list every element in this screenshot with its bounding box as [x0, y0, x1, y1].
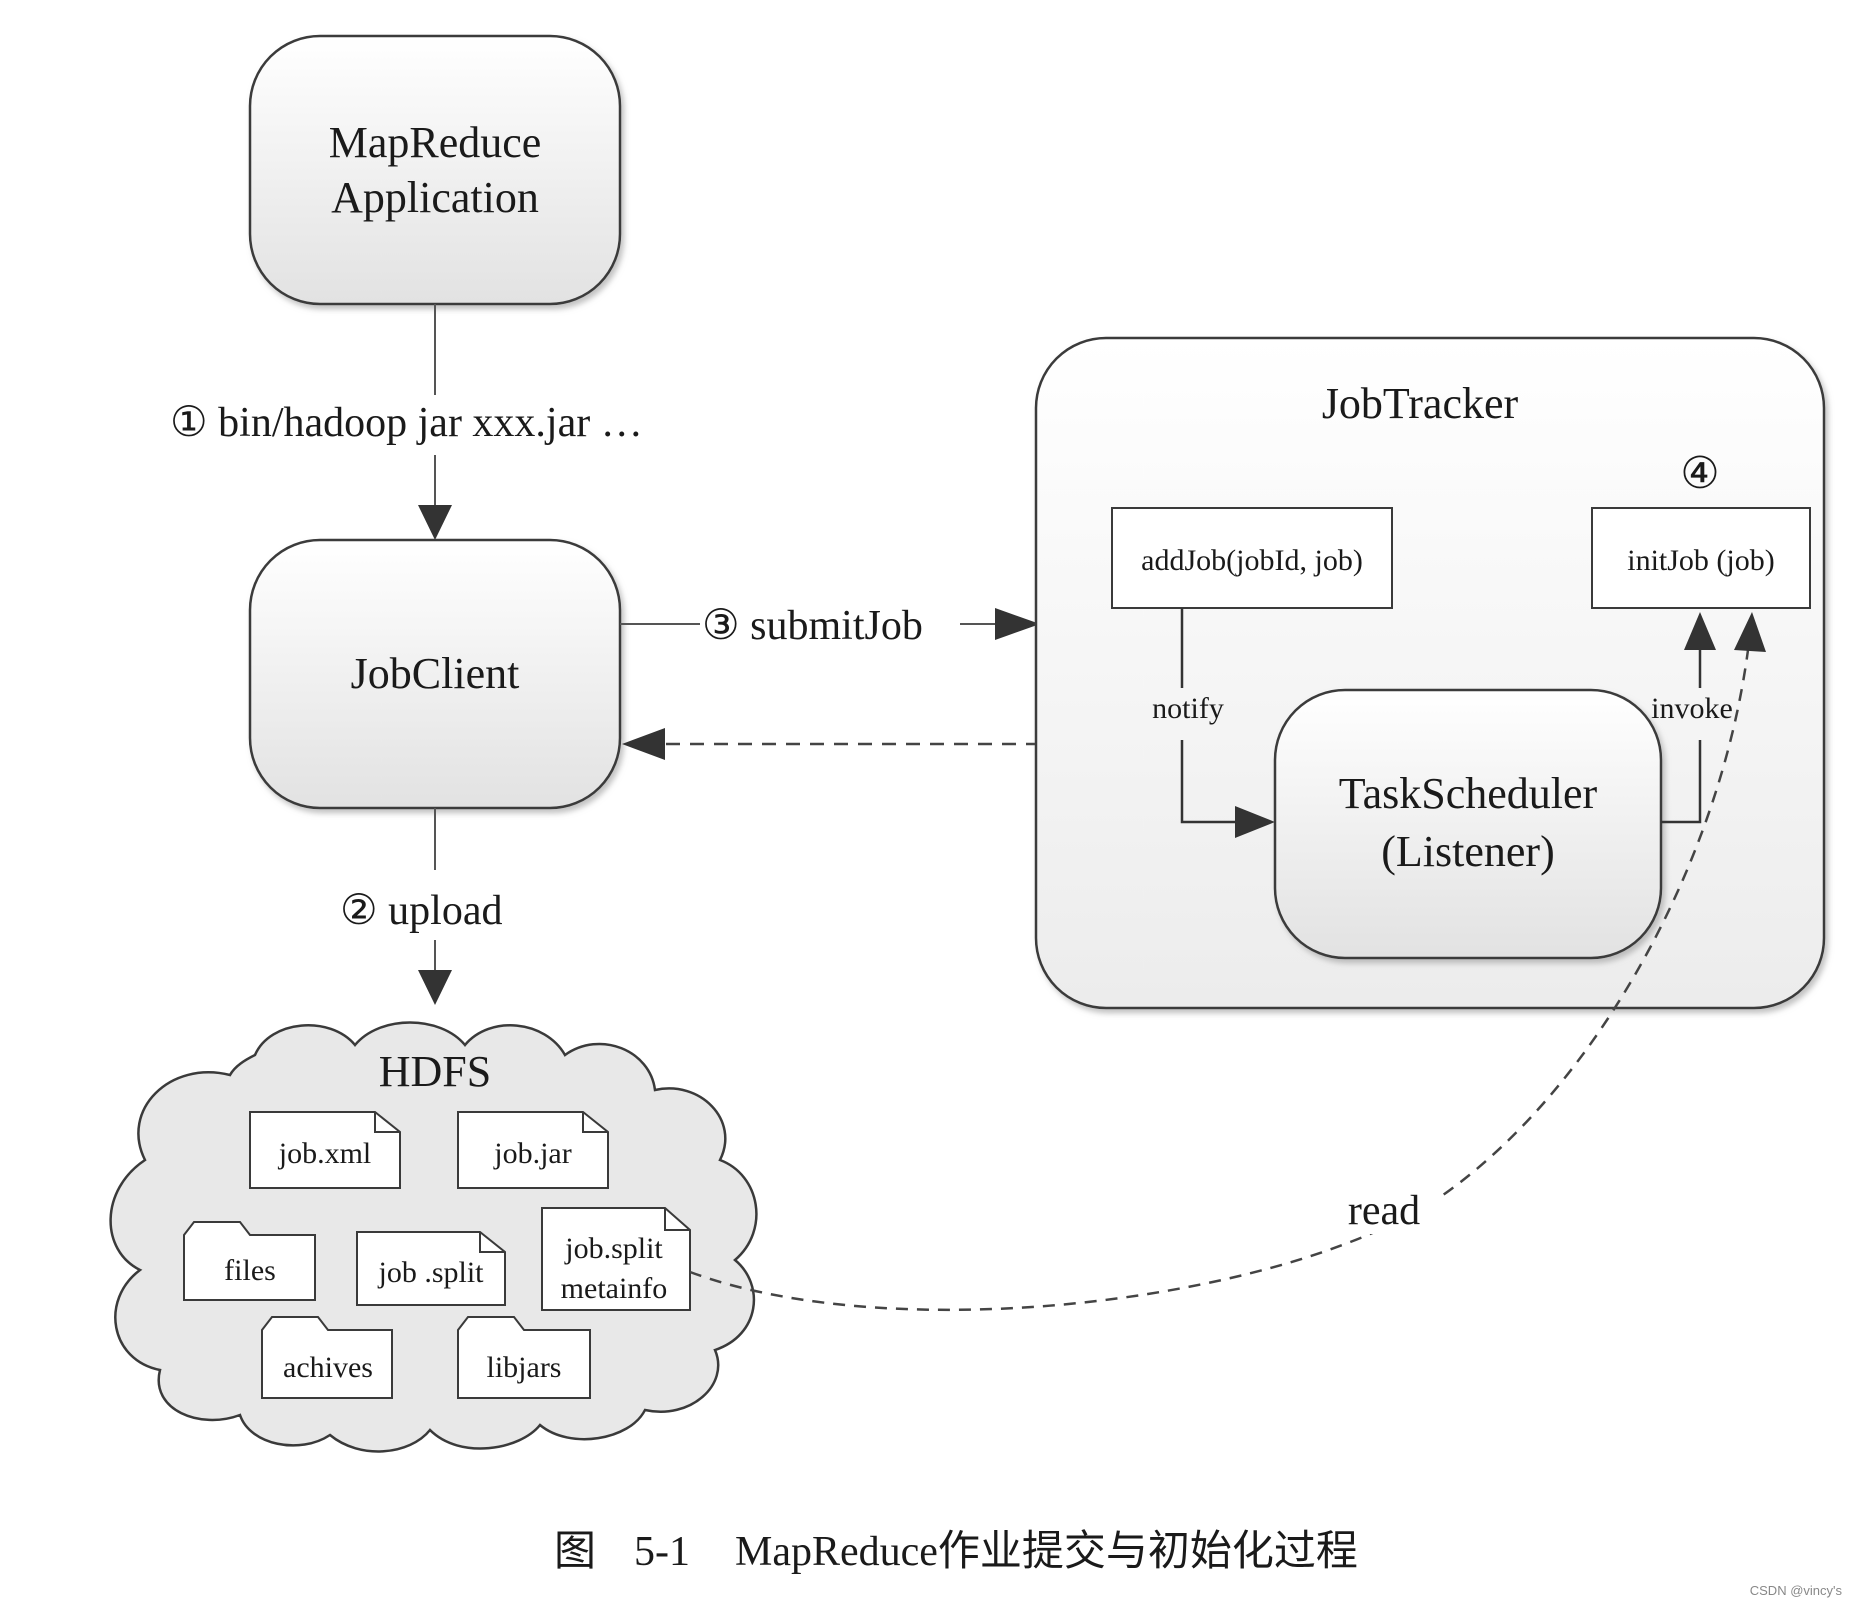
jobclient-node: JobClient: [248, 538, 622, 810]
folder-achives: achives: [261, 1316, 393, 1399]
watermark: CSDN @vincy's: [1750, 1583, 1843, 1598]
taskscheduler-node: TaskScheduler (Listener): [1273, 688, 1663, 960]
addjob-label: addJob(jobId, job): [1141, 544, 1363, 577]
file-split-meta-line1: job.split: [564, 1232, 663, 1265]
taskscheduler-title-line2: (Listener): [1381, 827, 1554, 876]
folder-files: files: [183, 1221, 316, 1301]
file-split-meta-line2: metainfo: [561, 1272, 668, 1305]
application-title-line2: Application: [331, 173, 539, 222]
caption-figure-label: 图: [554, 1529, 596, 1575]
read-label: read: [1348, 1188, 1420, 1234]
file-job-split-metainfo: job.split metainfo: [541, 1207, 691, 1311]
file-job-jar-label: job.jar: [493, 1137, 571, 1170]
step4-label: ④: [1680, 449, 1719, 498]
jobclient-title: JobClient: [351, 649, 520, 698]
notify-label: notify: [1152, 692, 1224, 725]
file-job-jar: job.jar: [457, 1111, 609, 1189]
step1-label: ① bin/hadoop jar xxx.jar …: [170, 400, 643, 446]
taskscheduler-title-line1: TaskScheduler: [1339, 769, 1598, 818]
folder-files-label: files: [224, 1254, 276, 1287]
arrow-return-jobclient: [622, 728, 1040, 760]
folder-libjars: libjars: [457, 1316, 591, 1399]
arrow-upload: [418, 808, 452, 1005]
initjob-node: initJob (job): [1591, 507, 1811, 609]
arrow-run-jar: [418, 304, 452, 540]
jobtracker-title: JobTracker: [1322, 379, 1519, 428]
caption-figure-number: 5-1: [634, 1529, 690, 1575]
step3-label: ③ submitJob: [702, 603, 923, 649]
hdfs-title: HDFS: [379, 1047, 492, 1096]
arrow-invoke: [1661, 612, 1716, 824]
caption-title: MapReduce作业提交与初始化过程: [735, 1528, 1358, 1575]
arrow-read: [689, 612, 1766, 1312]
application-title-line1: MapReduce: [329, 118, 542, 167]
initjob-label: initJob (job): [1627, 544, 1775, 577]
addjob-node: addJob(jobId, job): [1111, 507, 1393, 609]
arrow-notify: [1180, 608, 1275, 838]
invoke-label: invoke: [1651, 692, 1733, 725]
file-job-xml-label: job.xml: [278, 1137, 372, 1170]
read-label-bg: [1330, 1190, 1438, 1234]
file-job-xml: job.xml: [249, 1111, 401, 1189]
folder-libjars-label: libjars: [487, 1351, 562, 1384]
step2-label: ② upload: [340, 888, 502, 934]
file-job-split-label: job .split: [377, 1256, 484, 1289]
mapreduce-application-node: MapReduce Application: [248, 34, 622, 306]
file-job-split: job .split: [356, 1231, 506, 1306]
figure-caption: 图 5-1 MapReduce作业提交与初始化过程: [554, 1528, 1358, 1575]
folder-achives-label: achives: [283, 1351, 373, 1384]
arrow-submit-job: [620, 608, 1040, 640]
